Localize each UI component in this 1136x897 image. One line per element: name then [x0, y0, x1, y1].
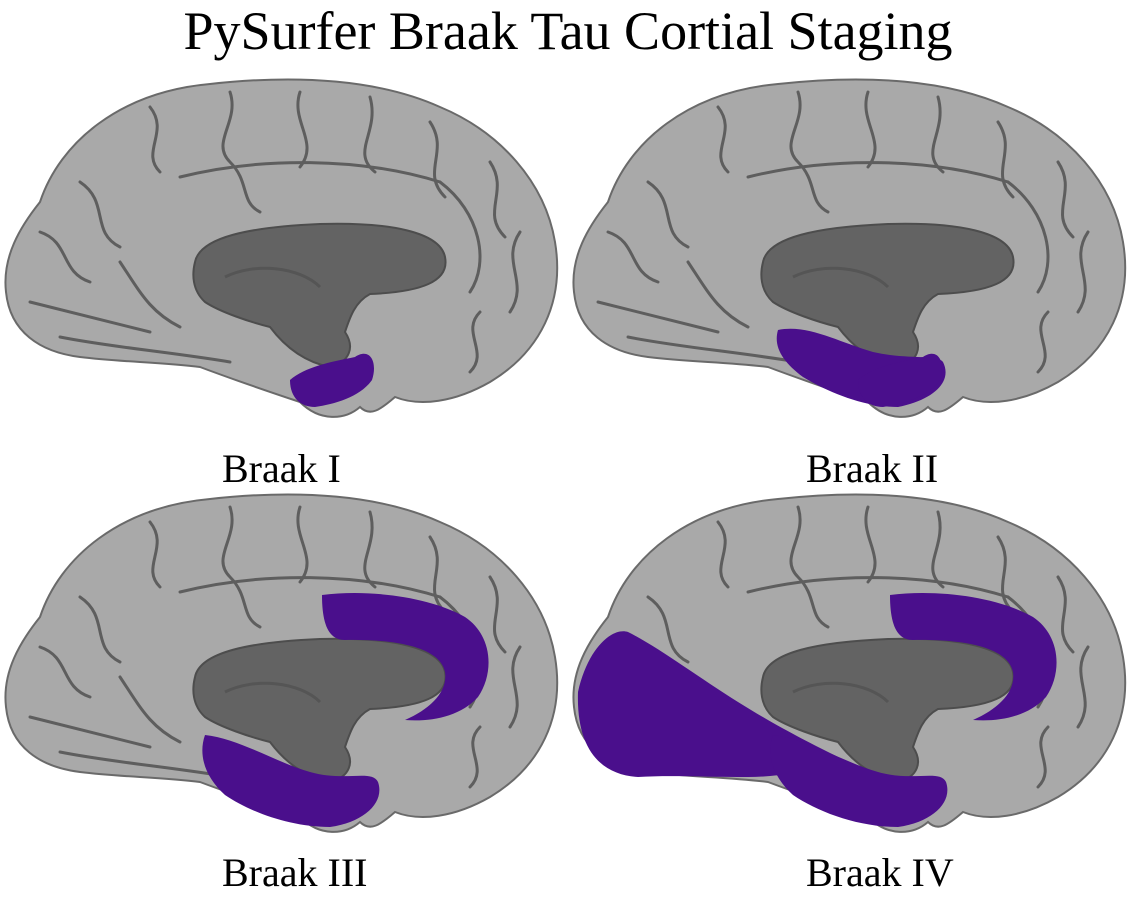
panel-braak-2: Braak II [568, 62, 1136, 491]
panel-braak-4: Braak IV [568, 477, 1136, 895]
panel-label: Braak II [806, 446, 939, 491]
panel-label: Braak III [222, 850, 368, 895]
brain-surface-braak-2 [571, 77, 1127, 419]
brain-surface-braak-3 [3, 492, 559, 834]
figure-title: PySurfer Braak Tau Cortial Staging [183, 1, 953, 61]
panel-label: Braak I [222, 446, 341, 491]
panel-label: Braak IV [806, 850, 954, 895]
brain-surface-braak-1 [3, 77, 559, 419]
panel-braak-1: Braak I [0, 62, 568, 491]
panel-braak-3: Braak III [0, 477, 568, 895]
brain-surface-braak-4 [571, 492, 1127, 834]
